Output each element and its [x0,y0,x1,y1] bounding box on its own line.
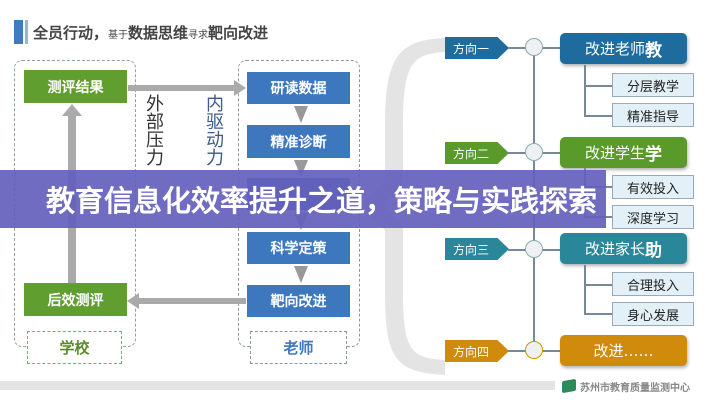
node-circle-icon [525,240,543,258]
school-step-post-eval: 后效测评 [24,283,127,316]
direction-main-box: 改进老师教 [560,33,687,64]
school-label: 学校 [27,331,122,364]
down-arrow-icon [294,106,308,123]
direction-main-box: 改进…… [560,335,687,366]
connector-line [584,313,612,315]
left-arrow-shaft [138,298,246,304]
node-circle-icon [525,341,543,359]
header-accent-bar [14,20,23,44]
left-arrow-head-icon [127,293,139,309]
internal-force-label: 内驱动力 [206,94,224,169]
direction-tag: 方向一 [445,37,509,59]
down-arrow-icon [294,266,308,283]
teacher-step-4: 科学定策 [247,232,350,264]
sub-item: 精准指导 [612,103,694,127]
teacher-label: 老师 [250,331,347,364]
direction-tag: 方向三 [445,238,509,260]
sub-item: 身心发展 [612,302,694,326]
connector-line [584,115,612,117]
teacher-step-2: 精准诊断 [247,125,350,158]
sub-item: 深度学习 [612,205,694,229]
school-step-results: 测评结果 [24,70,127,103]
page-title: 全员行动，基于数据思维寻求靶向改进 [33,24,269,42]
up-arrow-head-icon [62,104,82,116]
sub-item: 有效投入 [612,175,694,199]
direction-main-box: 改进家长助 [560,233,687,264]
node-circle-icon [525,143,543,161]
banner-title: 教育信息化效率提升之道，策略与实践探索 [46,184,598,218]
teacher-step-1: 研读数据 [247,72,350,104]
logo-icon [562,378,576,394]
direction-main-box: 改进学生学 [560,137,687,168]
header-accent-bar-light [25,20,28,44]
connector-line [584,85,612,87]
footer-bar [0,381,555,390]
direction-tag: 方向四 [445,340,509,362]
node-circle-icon [525,38,543,56]
teacher-step-5: 靶向改进 [247,285,350,317]
right-arrow-shaft [128,85,236,91]
connector-line [584,265,586,314]
sub-item: 分层教学 [612,73,694,97]
sub-item: 合理投入 [612,272,694,296]
external-force-label: 外部压力 [146,94,164,169]
logo-text: 苏州市教育质量监测中心 [580,383,690,394]
title-banner: 教育信息化效率提升之道，策略与实践探索 [0,170,606,228]
direction-tag: 方向二 [445,142,509,164]
connector-line [584,65,586,116]
right-arrow-head-icon [234,80,246,96]
connector-line [584,284,612,286]
